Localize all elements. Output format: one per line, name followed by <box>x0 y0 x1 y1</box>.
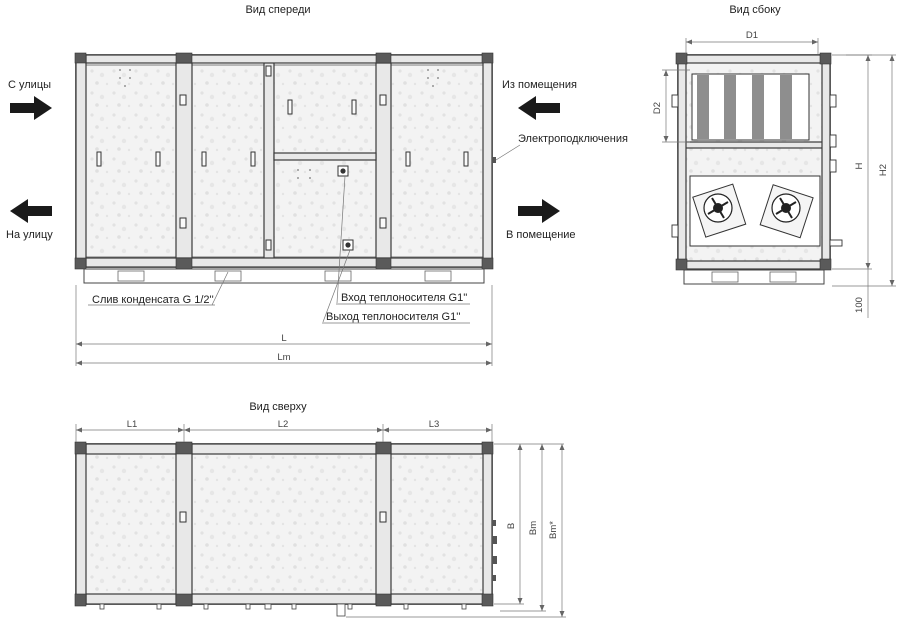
front-panel-3-lower <box>273 159 377 258</box>
front-top-rail <box>85 54 484 64</box>
label-from-street: С улицы <box>8 79 51 91</box>
top-view: Вид сверху <box>74 401 566 618</box>
arrow-from-street-icon <box>10 96 52 120</box>
front-view-title: Вид спереди <box>245 4 310 16</box>
leader-condensate <box>211 271 229 306</box>
top-panel-1 <box>85 453 177 595</box>
dim-100: 100 <box>854 297 865 313</box>
front-crossbar <box>273 152 377 161</box>
label-heat-in: Вход теплоносителя G1'' <box>341 292 467 304</box>
dim-H2: H2 <box>878 164 889 176</box>
dim-D2: D2 <box>652 102 663 114</box>
side-bottom-rail <box>677 260 831 270</box>
arrow-from-room-icon <box>518 96 560 120</box>
front-dimensions: L Lm <box>75 285 493 366</box>
dim-B: B <box>506 523 517 529</box>
top-panel-3 <box>390 453 484 595</box>
front-view: Вид спереди <box>74 4 496 284</box>
front-post-2 <box>175 54 193 268</box>
front-handles <box>96 65 469 251</box>
dim-Bm: Bm <box>528 521 539 535</box>
airflow-arrows <box>10 96 560 223</box>
side-damper <box>691 73 810 141</box>
side-view: Вид сбоку <box>652 4 896 318</box>
front-post-4 <box>375 54 392 268</box>
leader-electrical <box>495 144 521 161</box>
front-panel-4 <box>390 64 484 258</box>
label-from-room: Из помещения <box>502 79 577 91</box>
front-dots <box>119 69 439 179</box>
leader-heat-out <box>322 249 351 323</box>
top-view-title: Вид сверху <box>249 401 307 413</box>
label-to-room: В помещение <box>506 229 576 241</box>
dim-Lm: Lm <box>277 352 290 363</box>
dim-L: L <box>281 333 286 344</box>
top-panel-2 <box>191 453 377 595</box>
arrow-to-room-icon <box>518 199 560 223</box>
side-view-title: Вид сбоку <box>729 4 781 16</box>
dim-D1: D1 <box>746 30 758 41</box>
label-condensate: Слив конденсата G 1/2'' <box>92 294 214 306</box>
front-corners <box>74 52 494 270</box>
side-fans <box>689 175 821 247</box>
dim-L3: L3 <box>429 419 440 430</box>
label-electrical: Электроподключения <box>518 133 628 145</box>
electrical-box <box>492 157 496 163</box>
arrow-to-street-icon <box>10 199 52 223</box>
side-mid-rail <box>677 141 831 149</box>
side-top-rail <box>677 54 831 64</box>
front-post-3 <box>263 61 275 261</box>
label-to-street: На улицу <box>6 229 53 241</box>
dim-H: H <box>854 162 865 169</box>
front-bottom-rail <box>85 257 484 268</box>
dim-Bm-star: Bm* <box>548 521 559 539</box>
dim-L1: L1 <box>127 419 138 430</box>
dim-L2: L2 <box>278 419 289 430</box>
front-post-1 <box>75 54 87 268</box>
front-post-5 <box>482 54 493 268</box>
label-heat-out: Выход теплоносителя G1'' <box>326 311 460 323</box>
front-base <box>83 268 485 284</box>
